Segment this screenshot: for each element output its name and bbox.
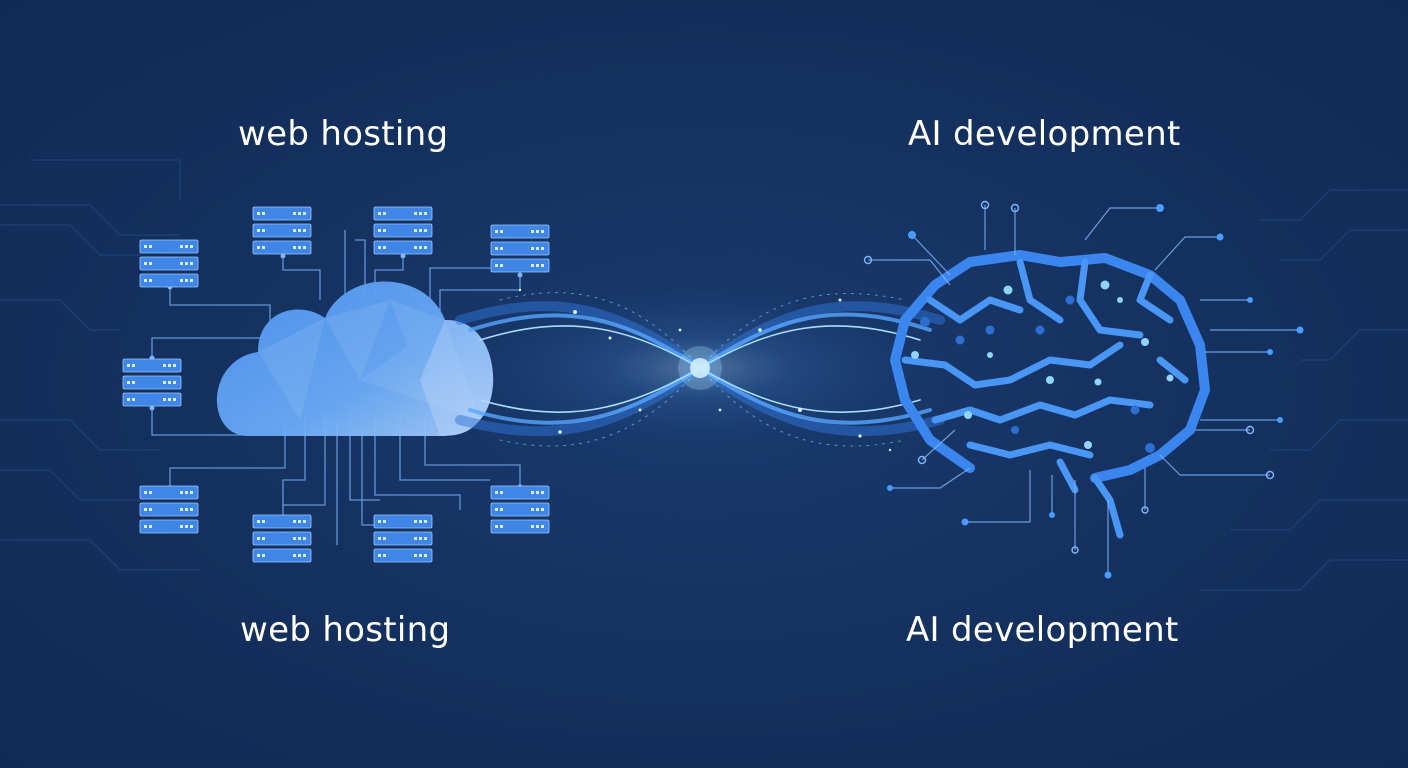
- label-web-hosting-bottom: web hosting: [240, 610, 451, 650]
- label-web-hosting-top: web hosting: [238, 114, 449, 154]
- label-ai-development-top: AI development: [908, 114, 1181, 154]
- label-ai-development-bottom: AI development: [906, 610, 1179, 650]
